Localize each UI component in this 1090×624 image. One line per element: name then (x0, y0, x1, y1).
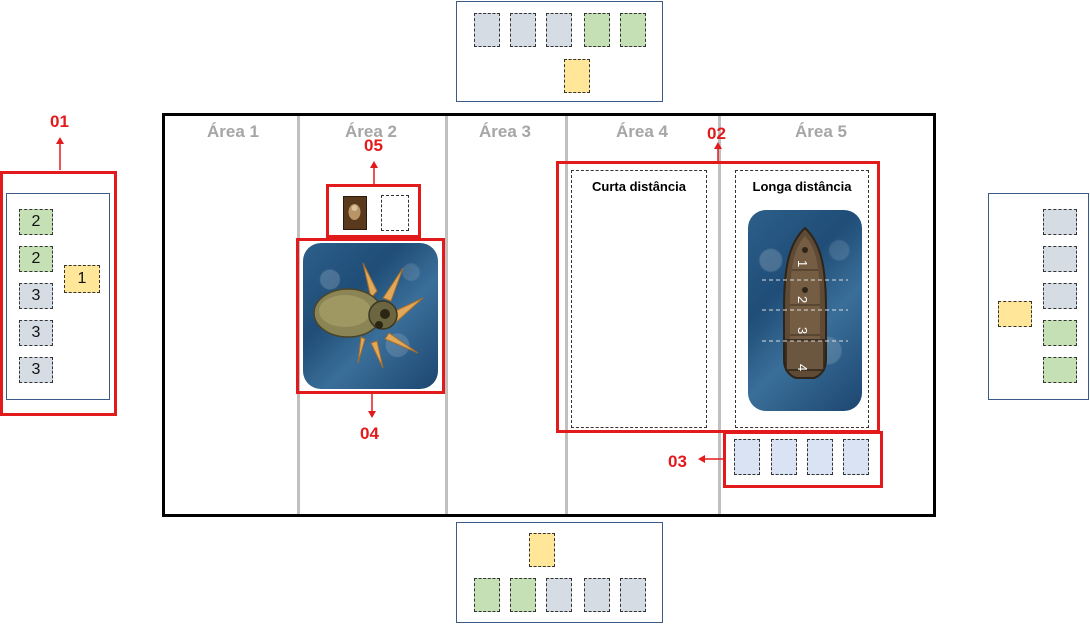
card-slot[interactable] (546, 13, 572, 47)
left-player-panel: 2 2 3 3 3 1 (6, 193, 110, 400)
ship-section-2: 2 (795, 296, 810, 303)
ship-section-4: 4 (795, 364, 810, 371)
card-slot[interactable]: 3 (19, 357, 53, 383)
callout-02-label: 02 (707, 124, 726, 143)
card-slot[interactable] (510, 13, 536, 47)
card-slot[interactable] (620, 13, 646, 47)
callout-05-box (326, 184, 421, 238)
card-slot[interactable] (998, 301, 1032, 327)
callout-05-label: 05 (364, 136, 383, 155)
top-player-panel (456, 1, 663, 102)
game-board: Área 1 Área 2 Área 3 Área 4 Área 5 (162, 113, 936, 517)
card-slot[interactable] (584, 13, 610, 47)
area-4-label: Área 4 (616, 122, 668, 141)
callout-02-box (556, 161, 880, 433)
card-slot[interactable] (807, 439, 833, 475)
card-slot[interactable] (1043, 209, 1077, 235)
callout-01-box (0, 171, 117, 416)
card-slot[interactable] (1043, 246, 1077, 272)
area-divider (718, 116, 721, 514)
bottom-player-panel (456, 522, 663, 623)
area-1-label: Área 1 (207, 122, 259, 141)
callout-04-label: 04 (360, 424, 379, 443)
kraken-tile[interactable] (303, 243, 438, 389)
callout-01-label: 01 (50, 112, 69, 131)
callout-03-arrow (698, 455, 724, 463)
right-player-panel (988, 193, 1089, 400)
area-divider (445, 116, 448, 514)
callout-01-arrow (56, 137, 64, 170)
callout-05-arrow (370, 161, 378, 185)
card-slot[interactable] (1043, 320, 1077, 346)
card-slot[interactable] (564, 59, 590, 93)
ship-section-3: 3 (795, 327, 810, 334)
callout-02-arrow (714, 142, 722, 162)
callout-04-box (296, 238, 445, 394)
card-slot[interactable]: 2 (19, 246, 53, 272)
card-slot[interactable] (584, 578, 610, 612)
callout-03-box (723, 431, 883, 488)
kraken-icon (348, 204, 361, 220)
card-slot[interactable]: 2 (19, 209, 53, 235)
card-slot[interactable] (620, 578, 646, 612)
area-3-label: Área 3 (479, 122, 531, 141)
callout-03-label: 03 (668, 452, 687, 471)
long-range-title: Longa distância (752, 179, 852, 194)
ship-section-1: 1 (795, 260, 810, 267)
card-slot[interactable] (1043, 283, 1077, 309)
area-2-label: Área 2 (345, 122, 397, 141)
kraken-icon (313, 262, 424, 369)
area-5-label: Área 5 (795, 122, 847, 141)
card-slot[interactable] (510, 578, 536, 612)
card-slot[interactable] (546, 578, 572, 612)
card-slot[interactable] (474, 13, 500, 47)
callout-04-arrow (368, 394, 376, 418)
card-slot[interactable]: 3 (19, 283, 53, 309)
card-slot[interactable] (843, 439, 869, 475)
short-range-title: Curta distância (592, 179, 686, 194)
short-range-zone: Curta distância (571, 170, 707, 428)
card-slot[interactable]: 1 (64, 265, 100, 293)
area-divider (565, 116, 568, 514)
card-slot[interactable]: 3 (19, 320, 53, 346)
card-slot[interactable] (1043, 357, 1077, 383)
monster-token[interactable] (343, 196, 367, 230)
card-slot[interactable] (529, 533, 555, 567)
ship-tile[interactable]: 1 2 3 4 (748, 210, 862, 411)
card-slot[interactable] (474, 578, 500, 612)
card-slot[interactable] (381, 195, 409, 231)
card-slot[interactable] (734, 439, 760, 475)
ship-icon: 1 2 3 4 (762, 226, 848, 379)
card-slot[interactable] (771, 439, 797, 475)
